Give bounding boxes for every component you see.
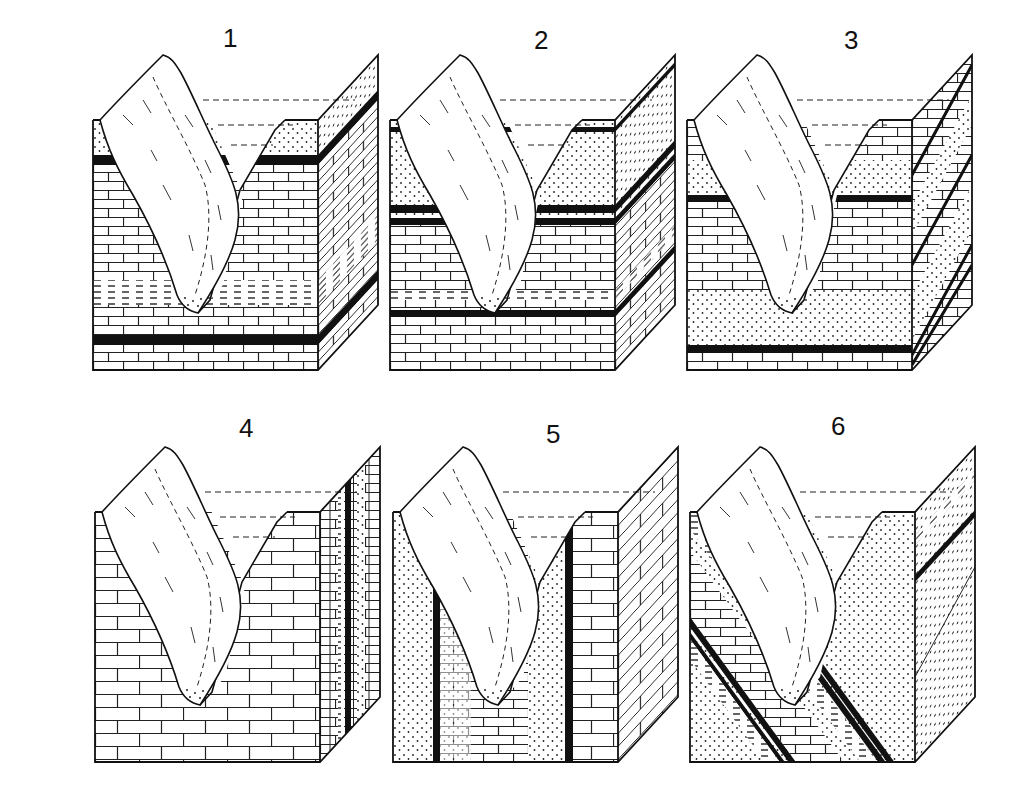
callout-number: 6 [831,413,845,439]
block-diagram [393,382,678,789]
callout-number: 2 [534,27,548,53]
callout-number: 3 [844,27,858,53]
block-diagram [687,55,972,370]
callout-number: 4 [239,415,253,441]
block-diagram [490,208,1024,789]
callout-number: 5 [546,421,560,447]
block-diagram [95,447,380,762]
callout-number: 1 [223,25,237,51]
